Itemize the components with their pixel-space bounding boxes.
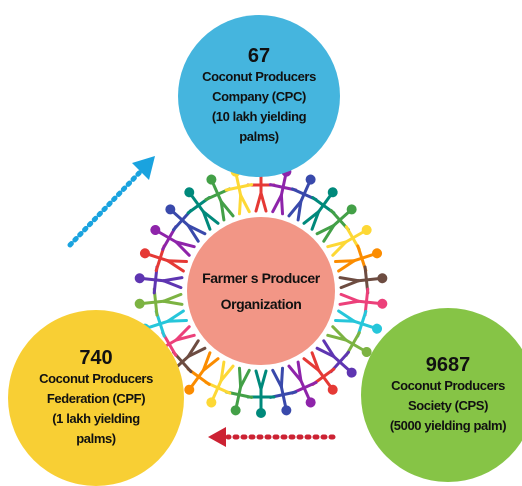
cps-line-1: Coconut Producers <box>391 378 505 393</box>
arrow-head-up-icon <box>132 156 155 180</box>
cps-line-3: (5000 yielding palm) <box>389 418 507 433</box>
person-figure-icon <box>338 287 388 317</box>
cpf-count: 740 <box>79 347 113 369</box>
dotted-arrow-left <box>208 427 336 447</box>
person-figure-icon <box>315 339 357 378</box>
cpc-circle: 67 Coconut Producers Company (CPC) (10 l… <box>178 15 340 177</box>
arrow-head-left-icon <box>208 427 226 447</box>
fpo-line-1: Farmer s Producer <box>202 270 320 286</box>
person-figure-icon <box>134 287 184 317</box>
cpf-line-4: palms) <box>76 431 116 446</box>
person-figure-icon <box>315 204 357 243</box>
cpc-line-3: (10 lakh yielding <box>211 109 307 124</box>
cpc-line-2: Company (CPC) <box>212 89 306 104</box>
cps-circle: 9687 Coconut Producers Society (CPS) (50… <box>361 308 522 482</box>
cpc-line-4: palms) <box>239 129 279 144</box>
cps-line-2: Society (CPS) <box>407 398 489 413</box>
person-figure-icon <box>302 187 338 231</box>
cpf-line-3: (1 lakh yielding <box>52 411 140 426</box>
person-figure-icon <box>204 360 235 408</box>
person-figure-icon <box>302 351 338 395</box>
fpo-center-circle: Farmer s Producer Organization <box>187 217 335 365</box>
cpf-circle: 740 Coconut Producers Federation (CPF) (… <box>8 310 184 486</box>
cpc-line-1: Coconut Producers <box>202 69 316 84</box>
fpo-line-2: Organization <box>220 296 302 312</box>
dotted-arrow-up <box>67 156 155 248</box>
arrows-layer <box>67 156 336 447</box>
person-figure-icon <box>326 325 372 357</box>
cpc-count: 67 <box>247 45 271 67</box>
cpf-line-1: Coconut Producers <box>39 371 153 386</box>
person-figure-icon <box>134 265 184 295</box>
person-figure-icon <box>204 174 235 222</box>
cpf-line-2: Federation (CPF) <box>46 391 146 406</box>
person-figure-icon <box>326 225 372 257</box>
person-figure-icon <box>287 174 318 222</box>
cps-count: 9687 <box>425 354 471 376</box>
person-figure-icon <box>139 244 188 273</box>
